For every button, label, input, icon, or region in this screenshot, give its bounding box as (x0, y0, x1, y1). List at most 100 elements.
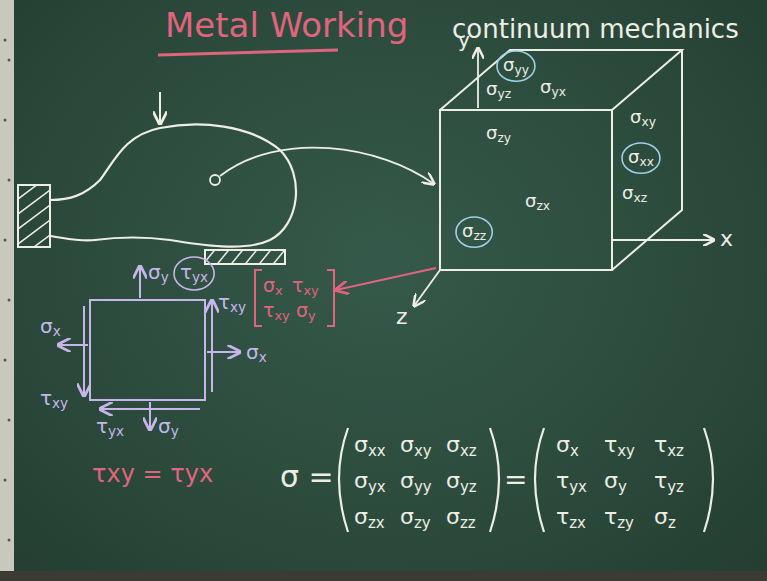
symbol: τ (556, 504, 569, 529)
paren (535, 428, 544, 532)
subscript: yx (569, 478, 587, 496)
circled-mark (174, 257, 214, 290)
stress-arrow (139, 266, 141, 298)
symbol: σ (446, 504, 460, 529)
symbol: τ (556, 468, 569, 493)
board-ledge (0, 571, 767, 581)
symbol: σ (525, 190, 536, 211)
shear-arrow (211, 300, 213, 392)
stress-component: σyy (503, 56, 529, 76)
subscript: zy (497, 131, 511, 145)
matrix-entry: σzz (446, 506, 476, 531)
matrix-entry: σx (263, 276, 283, 298)
axis-label: z (396, 306, 408, 328)
subscript: xy (274, 308, 289, 323)
reduction-arrow (336, 268, 436, 290)
subscript: xz (460, 442, 477, 460)
symbol: σ (354, 468, 368, 493)
symbol: σ (462, 220, 473, 241)
x-axis (612, 239, 714, 241)
matrix-parentheses (339, 428, 713, 532)
subscript: x (570, 442, 579, 460)
symbol: σ (446, 432, 460, 457)
dot (8, 419, 11, 422)
symbol: σ (446, 468, 460, 493)
axes (414, 48, 714, 306)
subscript: y (618, 478, 627, 496)
subscript: xy (303, 283, 318, 298)
symbol: τ (263, 299, 274, 321)
stress-component: σy (158, 416, 179, 439)
subscript: yz (497, 87, 511, 101)
subscript: x (259, 349, 267, 365)
load-arrow (159, 92, 161, 124)
symbol: σ (354, 504, 368, 529)
symbol: σ (540, 76, 551, 97)
matrix-entry: τyz (654, 470, 684, 495)
symbol: σ (486, 78, 497, 99)
symbol: τ (180, 260, 192, 284)
subscript: y (308, 308, 316, 323)
subscript: xz (667, 442, 684, 460)
subscript: yx (551, 85, 565, 99)
hatching (18, 185, 50, 247)
symbol: σ (486, 122, 497, 143)
subscript: yy (414, 478, 432, 496)
matrix-entry: σy (296, 301, 316, 323)
stress-component: σxy (630, 108, 656, 128)
symbol: σ (263, 274, 275, 296)
symbol: σ (40, 314, 53, 338)
dot (8, 539, 11, 542)
stress-component: σzx (525, 192, 550, 212)
symbol: τ (292, 274, 303, 296)
cube-right-face (612, 50, 682, 270)
cube-front-face (440, 110, 612, 270)
matrix-entry: σyz (446, 470, 477, 495)
symbol: σ (354, 432, 368, 457)
symbol: τ (40, 386, 52, 410)
bottom-die (205, 250, 285, 264)
tensor-symbol: σ = (280, 462, 334, 492)
subscript: xy (641, 115, 655, 129)
subscript: y (161, 269, 169, 285)
circled-mark (622, 143, 660, 173)
subscript: y (171, 423, 179, 439)
hatch-lines (18, 185, 50, 247)
y-axis (477, 48, 479, 108)
matrix-entry: σxy (400, 434, 432, 459)
element-cube (440, 50, 682, 270)
element-square (90, 300, 205, 400)
paren (339, 428, 348, 532)
stress-component: τxy (40, 388, 68, 411)
matrix-entry: τxy (292, 276, 319, 298)
subscript: zx (368, 514, 385, 532)
symbol: σ (400, 468, 414, 493)
matrix-entry: σz (654, 506, 676, 531)
stress-component: σxz (622, 184, 647, 204)
stress-component: τyx (180, 262, 208, 285)
circled-mark (456, 217, 492, 247)
hatch-lines (205, 250, 285, 264)
matrix-entry: σxz (446, 434, 477, 459)
paren (704, 428, 713, 532)
matrix-entry: σx (556, 434, 579, 459)
symbol: σ (556, 432, 570, 457)
symbol: σ (148, 260, 161, 284)
dot (8, 179, 11, 182)
shear-arrow (83, 306, 85, 396)
subscript: xx (368, 442, 386, 460)
stress-component: σx (246, 342, 267, 365)
subscript: xy (52, 395, 68, 411)
dot (4, 119, 7, 122)
subscript: zz (473, 229, 486, 243)
matrix-entry: τxy (604, 434, 635, 459)
z-axis (414, 270, 440, 306)
matrix-entry: σzx (354, 506, 385, 531)
dot (4, 479, 7, 482)
matrix-bracket (255, 270, 334, 326)
matrix-entry: σzy (400, 506, 431, 531)
symbol: τ (654, 468, 667, 493)
subscript: zx (569, 514, 586, 532)
subscript: xz (633, 191, 647, 205)
